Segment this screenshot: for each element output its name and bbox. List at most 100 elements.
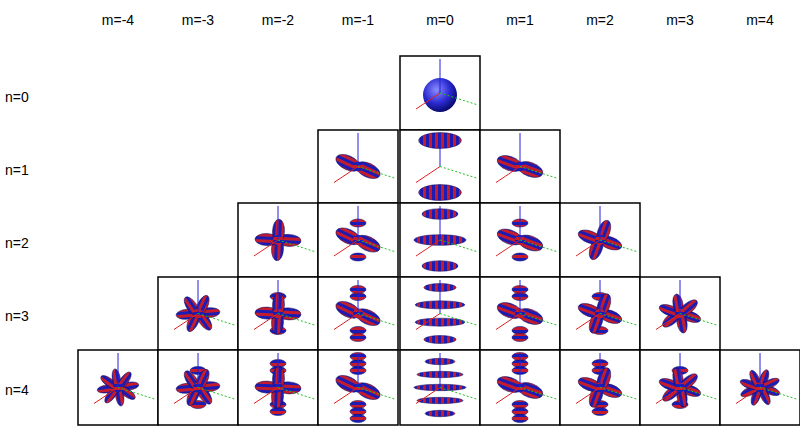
harmonic-plot	[414, 353, 478, 417]
y-axis	[440, 240, 478, 252]
column-label: m=-1	[342, 12, 374, 28]
y-axis	[520, 167, 558, 179]
y-axis	[440, 314, 478, 326]
harmonic-plot	[495, 280, 558, 342]
row-label: n=3	[5, 308, 29, 324]
cell-frame	[318, 350, 398, 425]
y-axis	[358, 240, 396, 252]
cell-frame	[560, 277, 640, 350]
cell-frame	[238, 203, 318, 277]
column-label: m=-3	[182, 12, 214, 28]
harmonic-plot	[174, 280, 236, 334]
x-axis	[174, 314, 198, 330]
harmonic-plot	[736, 353, 798, 407]
z-axis	[440, 59, 441, 93]
x-axis	[174, 388, 198, 404]
y-axis	[440, 167, 478, 179]
x-axis	[576, 240, 600, 256]
x-axis	[576, 314, 600, 330]
harmonic-plot	[94, 353, 156, 407]
lobe	[193, 293, 211, 317]
y-axis	[440, 93, 478, 105]
y-axis	[198, 314, 236, 326]
z-axis	[520, 206, 521, 240]
y-axis	[520, 240, 558, 252]
cell-frame	[158, 350, 238, 425]
harmonic-plot	[333, 280, 396, 342]
lobe	[512, 334, 528, 342]
lobe	[594, 292, 613, 319]
y-axis	[278, 388, 316, 400]
lobe	[350, 334, 366, 342]
cell-frame	[400, 350, 480, 425]
z-axis	[358, 133, 359, 167]
cell-frame	[480, 203, 560, 277]
z-axis	[440, 206, 441, 240]
y-axis	[600, 388, 638, 400]
harmonic-plot	[576, 206, 638, 262]
column-label: m=2	[586, 12, 614, 28]
z-axis	[198, 353, 199, 388]
x-axis	[334, 240, 358, 256]
harmonic-plot	[415, 280, 478, 344]
column-label: m=1	[506, 12, 534, 28]
cell-frame	[78, 350, 158, 425]
harmonic-plot	[576, 353, 638, 416]
lobe	[512, 415, 528, 423]
cell-frame	[400, 56, 480, 130]
x-axis	[496, 167, 520, 183]
lobe	[512, 253, 528, 261]
z-axis	[440, 353, 441, 388]
cell-frame	[560, 350, 640, 425]
y-axis	[520, 314, 558, 326]
row-label: n=1	[5, 162, 29, 178]
y-axis	[198, 388, 236, 400]
y-axis	[600, 240, 638, 252]
x-axis	[254, 240, 278, 256]
row-label: n=2	[5, 235, 29, 251]
cell-frame	[318, 203, 398, 277]
z-axis	[358, 206, 359, 240]
y-axis	[278, 240, 316, 252]
x-axis	[496, 388, 520, 404]
harmonic-plot	[656, 353, 718, 409]
y-axis	[118, 388, 156, 400]
z-axis	[760, 353, 761, 388]
row-label: n=4	[5, 382, 29, 398]
y-axis	[680, 314, 718, 326]
harmonic-plot	[495, 206, 558, 261]
cell-frame	[640, 277, 720, 350]
x-axis	[334, 167, 358, 183]
y-axis	[600, 314, 638, 326]
cell-frame	[480, 277, 560, 350]
harmonic-plot	[495, 133, 558, 183]
harmonic-plot	[333, 133, 396, 183]
harmonic-plot	[333, 206, 396, 261]
y-axis	[680, 388, 718, 400]
column-label: m=3	[666, 12, 694, 28]
x-axis	[334, 388, 358, 404]
cell-frame	[480, 130, 560, 203]
harmonic-plot	[174, 353, 236, 409]
x-axis	[416, 93, 440, 109]
y-axis	[440, 388, 478, 400]
harmonic-plot	[656, 280, 718, 334]
z-axis	[278, 280, 279, 314]
y-axis	[358, 388, 396, 400]
z-axis	[680, 353, 681, 388]
z-axis	[278, 206, 279, 240]
column-label: m=-2	[262, 12, 294, 28]
cell-frame	[238, 277, 318, 350]
lobe	[270, 408, 286, 416]
z-axis	[440, 133, 441, 167]
lobe	[425, 410, 455, 416]
lobe	[350, 253, 366, 261]
z-axis	[198, 280, 199, 314]
harmonic-plot	[254, 206, 316, 261]
y-axis	[520, 388, 558, 400]
harmonic-plot	[495, 353, 558, 423]
z-axis	[358, 280, 359, 314]
z-axis	[440, 280, 441, 314]
